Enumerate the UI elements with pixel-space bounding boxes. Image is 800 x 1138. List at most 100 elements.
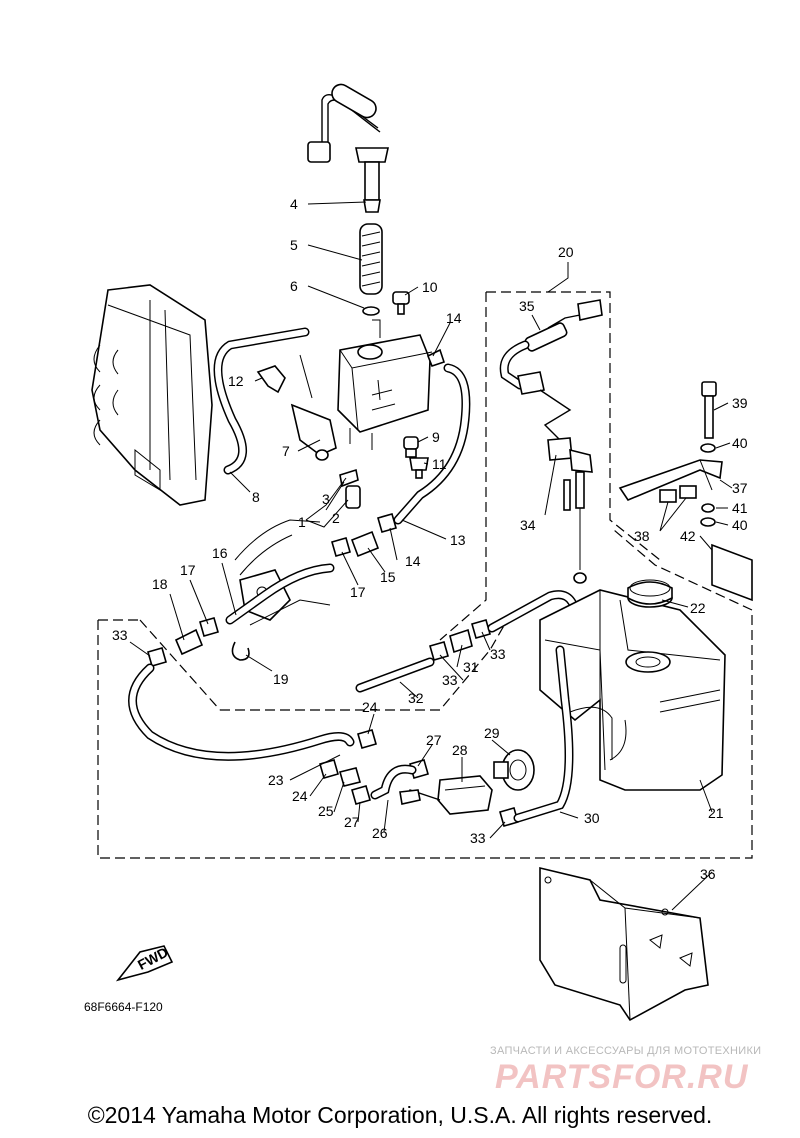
callout: 21 bbox=[708, 805, 724, 821]
callout: 36 bbox=[700, 866, 716, 882]
part-36-tank-bracket bbox=[539, 866, 709, 1022]
part-23-hose bbox=[128, 663, 355, 761]
part-40-washer-upper bbox=[700, 443, 716, 453]
part-3-bolt bbox=[339, 468, 359, 488]
part-30-hose bbox=[513, 645, 574, 823]
callout: 15 bbox=[380, 569, 396, 585]
callout: 1 bbox=[298, 514, 306, 530]
part-26-hose bbox=[370, 764, 417, 800]
callout: 20 bbox=[558, 244, 574, 260]
part-31-joint bbox=[449, 628, 473, 654]
part-18-joint bbox=[174, 628, 204, 656]
part-19-clip bbox=[231, 641, 250, 661]
callout: 26 bbox=[372, 825, 388, 841]
part-25-joint bbox=[339, 767, 361, 787]
part-28-fuel-pump bbox=[399, 775, 493, 815]
callout: 2 bbox=[332, 510, 340, 526]
callout: 6 bbox=[290, 278, 298, 294]
part-13-hose bbox=[393, 363, 471, 525]
part-42-decal bbox=[711, 543, 753, 602]
part-17-clamp-left bbox=[199, 617, 219, 637]
part-24-clamp-lower bbox=[319, 759, 339, 779]
callout: 35 bbox=[519, 298, 535, 314]
callout: 19 bbox=[273, 671, 289, 687]
callout: 40 bbox=[732, 435, 748, 451]
assembly-boundary-lower bbox=[97, 529, 753, 859]
callout: 27 bbox=[344, 814, 360, 830]
part-10-grommet bbox=[392, 291, 410, 315]
callout: 30 bbox=[584, 810, 600, 826]
callout: 27 bbox=[426, 732, 442, 748]
callout: 38 bbox=[634, 528, 650, 544]
part-39-bolt bbox=[701, 381, 717, 439]
watermark-tagline: ЗАПЧАСТИ И АКСЕССУАРЫ ДЛЯ МОТОТЕХНИКИ bbox=[490, 1045, 762, 1057]
part-22-filler-cap bbox=[627, 579, 673, 608]
part-6-o-ring bbox=[362, 306, 380, 316]
callout: 32 bbox=[408, 690, 424, 706]
callout: 13 bbox=[450, 532, 466, 548]
callout: 33 bbox=[442, 672, 458, 688]
part-29-filter bbox=[493, 749, 535, 791]
callout: 37 bbox=[732, 480, 748, 496]
part-11-bolt bbox=[409, 457, 429, 479]
callout: 42 bbox=[680, 528, 696, 544]
callout: 14 bbox=[446, 310, 462, 326]
watermark-brand: PARTSFOR.RU bbox=[495, 1058, 749, 1096]
part-35-harness bbox=[499, 299, 603, 441]
part-16-hose bbox=[225, 563, 335, 625]
sub-tank bbox=[337, 319, 433, 450]
part-7-bracket bbox=[290, 354, 337, 461]
part-5-filter bbox=[359, 223, 383, 295]
part-32-hose bbox=[355, 657, 435, 693]
callout: 24 bbox=[362, 699, 378, 715]
callout: 33 bbox=[470, 830, 486, 846]
engine-cowling bbox=[91, 284, 213, 506]
part-14-clamp-upper bbox=[426, 348, 446, 367]
callout: 16 bbox=[212, 545, 228, 561]
part-9-grommet bbox=[403, 436, 419, 458]
part-17-clamp-right bbox=[331, 537, 351, 557]
callout: 22 bbox=[690, 600, 706, 616]
part-2-collar bbox=[345, 485, 361, 509]
leader-lines bbox=[129, 201, 733, 911]
callout: 34 bbox=[520, 517, 536, 533]
part-37-strap bbox=[618, 459, 723, 501]
callout: 12 bbox=[228, 373, 244, 389]
callout: 40 bbox=[732, 517, 748, 533]
part-27-clamp-lower bbox=[351, 785, 371, 805]
callout: 10 bbox=[422, 279, 438, 295]
callout: 9 bbox=[432, 429, 440, 445]
part-24-clamp-upper bbox=[357, 729, 377, 749]
callout: 24 bbox=[292, 788, 308, 804]
callout: 33 bbox=[490, 646, 506, 662]
callout: 39 bbox=[732, 395, 748, 411]
part-33-clamp-right bbox=[471, 619, 491, 639]
fwd-arrow-icon: FWD bbox=[115, 944, 174, 982]
callout: 4 bbox=[290, 196, 298, 212]
assembly-boundary-left bbox=[139, 619, 221, 711]
part-8-hose bbox=[213, 327, 310, 475]
part-38-pads bbox=[659, 485, 697, 503]
callout: 14 bbox=[405, 553, 421, 569]
copyright-notice: ©2014 Yamaha Motor Corporation, U.S.A. A… bbox=[87, 1102, 713, 1128]
callout: 17 bbox=[180, 562, 196, 578]
part-15-joint bbox=[350, 530, 380, 558]
callout: 17 bbox=[350, 584, 366, 600]
callout: 7 bbox=[282, 443, 290, 459]
callout: 29 bbox=[484, 725, 500, 741]
part-41-washer bbox=[701, 503, 715, 513]
part-33-clamp-mid bbox=[429, 641, 449, 661]
callout: 5 bbox=[290, 237, 298, 253]
part-12-clip bbox=[256, 365, 286, 394]
callout-labels: 1 2 3 4 5 6 7 8 9 10 11 12 13 14 14 15 1… bbox=[112, 196, 748, 882]
callout: 28 bbox=[452, 742, 468, 758]
diagram-code: 68F6664-F120 bbox=[84, 1000, 163, 1014]
callout: 31 bbox=[463, 659, 479, 675]
part-40-washer-lower bbox=[700, 517, 716, 527]
callout: 18 bbox=[152, 576, 168, 592]
callout: 23 bbox=[268, 772, 284, 788]
part-4-sensor-lead bbox=[307, 83, 389, 213]
callout: 33 bbox=[112, 627, 128, 643]
callout: 3 bbox=[322, 491, 330, 507]
